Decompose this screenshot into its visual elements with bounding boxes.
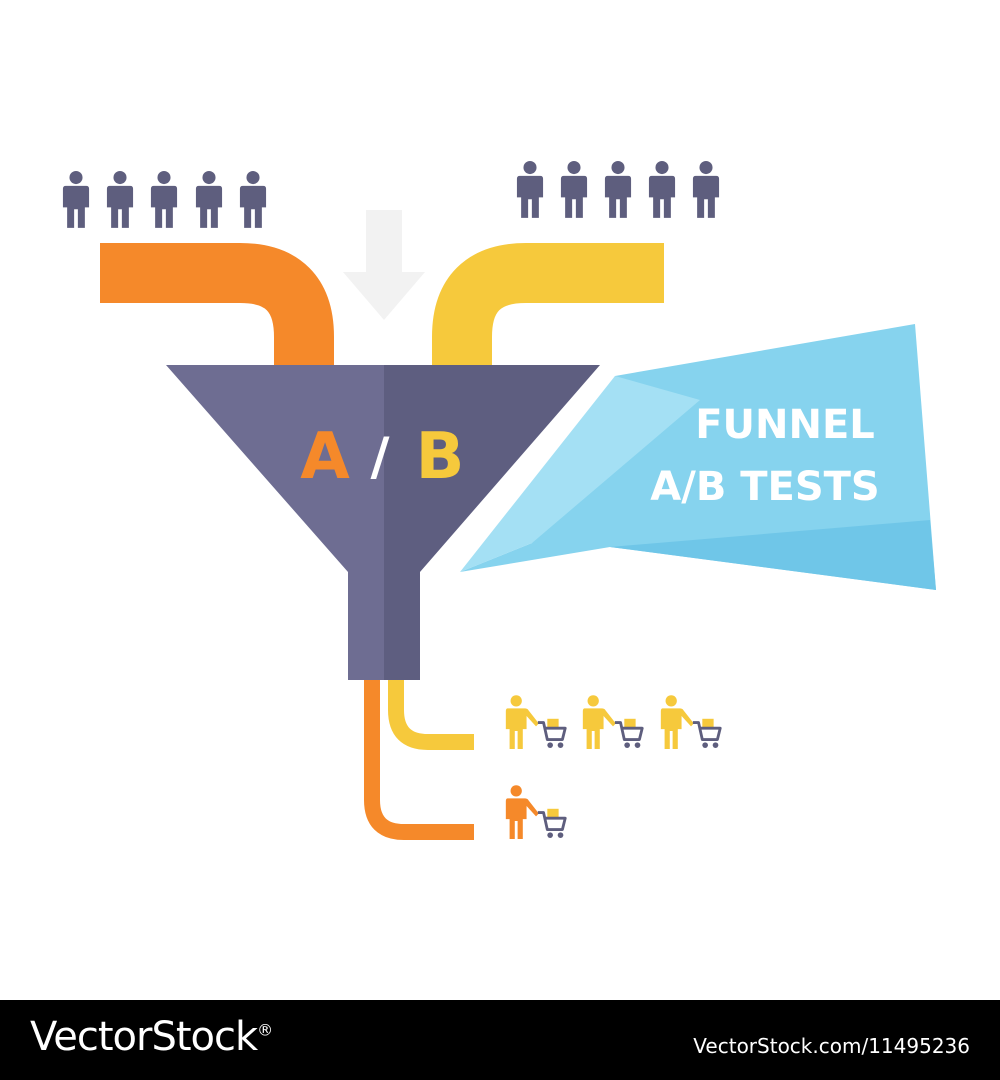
funnel-label-b: B xyxy=(416,420,465,494)
funnel-label-slash: / xyxy=(371,427,390,487)
buyers-group-a xyxy=(504,785,567,841)
image-id: VectorStock.com/11495236 xyxy=(693,1034,970,1058)
vectorstock-logo: VectorStock® xyxy=(30,1014,273,1060)
person-icon xyxy=(195,171,223,228)
watermark-footer: VectorStock® VectorStock.com/11495236 xyxy=(0,1000,1000,1080)
visitors-group-b xyxy=(516,161,720,218)
stream-a-inlet xyxy=(100,243,334,368)
shopper-with-cart-icon xyxy=(504,785,567,841)
shopper-with-cart-icon xyxy=(581,695,644,751)
callout-banner xyxy=(460,324,936,590)
person-icon xyxy=(604,161,632,218)
person-icon xyxy=(62,171,90,228)
buyers-group-b xyxy=(504,695,722,751)
funnel xyxy=(166,365,600,680)
shopper-with-cart-icon xyxy=(504,695,567,751)
stream-b-outlet xyxy=(388,676,474,750)
person-icon xyxy=(106,171,134,228)
callout-title-line1: FUNNEL xyxy=(695,402,875,448)
stream-b-inlet xyxy=(432,243,664,368)
callout-title-line2: A/B TESTS xyxy=(650,464,880,510)
person-icon xyxy=(239,171,267,228)
down-arrow-icon xyxy=(343,210,425,320)
person-icon xyxy=(560,161,588,218)
stream-a-outlet xyxy=(364,676,474,840)
person-icon xyxy=(692,161,720,218)
person-icon xyxy=(516,161,544,218)
person-icon xyxy=(150,171,178,228)
funnel-label-a: A xyxy=(300,420,350,494)
funnel-ab-diagram: A / B FUNNEL A/B TESTS xyxy=(62,161,936,841)
shopper-with-cart-icon xyxy=(659,695,722,751)
person-icon xyxy=(648,161,676,218)
visitors-group-a xyxy=(62,171,267,228)
